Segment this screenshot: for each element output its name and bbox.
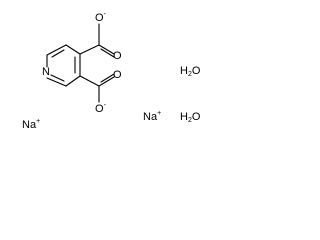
lower-carbonyl-oxygen-label: O (113, 69, 122, 81)
water-2-hydrogen: H (180, 111, 188, 123)
lower-oxide-charge: - (103, 102, 106, 109)
sodium-ion-2-charge: + (157, 110, 162, 117)
sodium-ion-1: Na+ (22, 118, 41, 131)
lower-carbonyl-bond (98, 76, 115, 87)
upper-carbonyl-double-bond (100, 48, 115, 58)
lower-oxide-symbol: O (95, 103, 104, 115)
upper-oxide-symbol: O (95, 12, 104, 24)
water-2-hydrogen-count: 2 (187, 117, 192, 124)
upper-carboxyl-bond (79, 44, 100, 55)
sodium-ion-1-charge: + (36, 118, 41, 125)
water-1-hydrogen: H (180, 65, 188, 77)
ring-double-bond-c6-n (50, 74, 65, 82)
water-molecule-1: H2O (180, 65, 201, 78)
water-1-hydrogen-count: 2 (187, 71, 192, 78)
water-2-oxygen: O (191, 111, 201, 123)
lower-carbonyl-double-bond (100, 73, 115, 83)
ring-bond-c5-c6 (65, 75, 81, 87)
sodium-ion-2: Na+ (143, 110, 162, 123)
lower-carboxyl-bond (79, 75, 100, 87)
sodium-ion-1-symbol: Na (22, 119, 37, 131)
upper-carbonyl-oxygen-label: O (113, 50, 122, 62)
lower-oxide-label: O- (95, 102, 106, 115)
ring-double-bond-c2-c3 (51, 49, 65, 58)
ring-bond-c3-c4 (65, 44, 81, 55)
upper-carbonyl-bond (98, 44, 115, 55)
water-molecule-2: H2O (180, 111, 201, 124)
ring-bond-c6-n (46, 77, 67, 87)
ring-bond-c2-c3 (46, 44, 67, 56)
upper-oxide-label: O- (95, 11, 106, 24)
upper-oxide-charge: - (103, 11, 106, 18)
water-1-oxygen: O (191, 65, 201, 77)
sodium-ion-2-symbol: Na (143, 111, 158, 123)
structure-canvas: N O- O O O- Na+ Na+ H2O H2O (0, 0, 224, 148)
pyridine-dicarboxylate-skeleton (46, 23, 115, 103)
ring-nitrogen-label: N (42, 66, 50, 78)
